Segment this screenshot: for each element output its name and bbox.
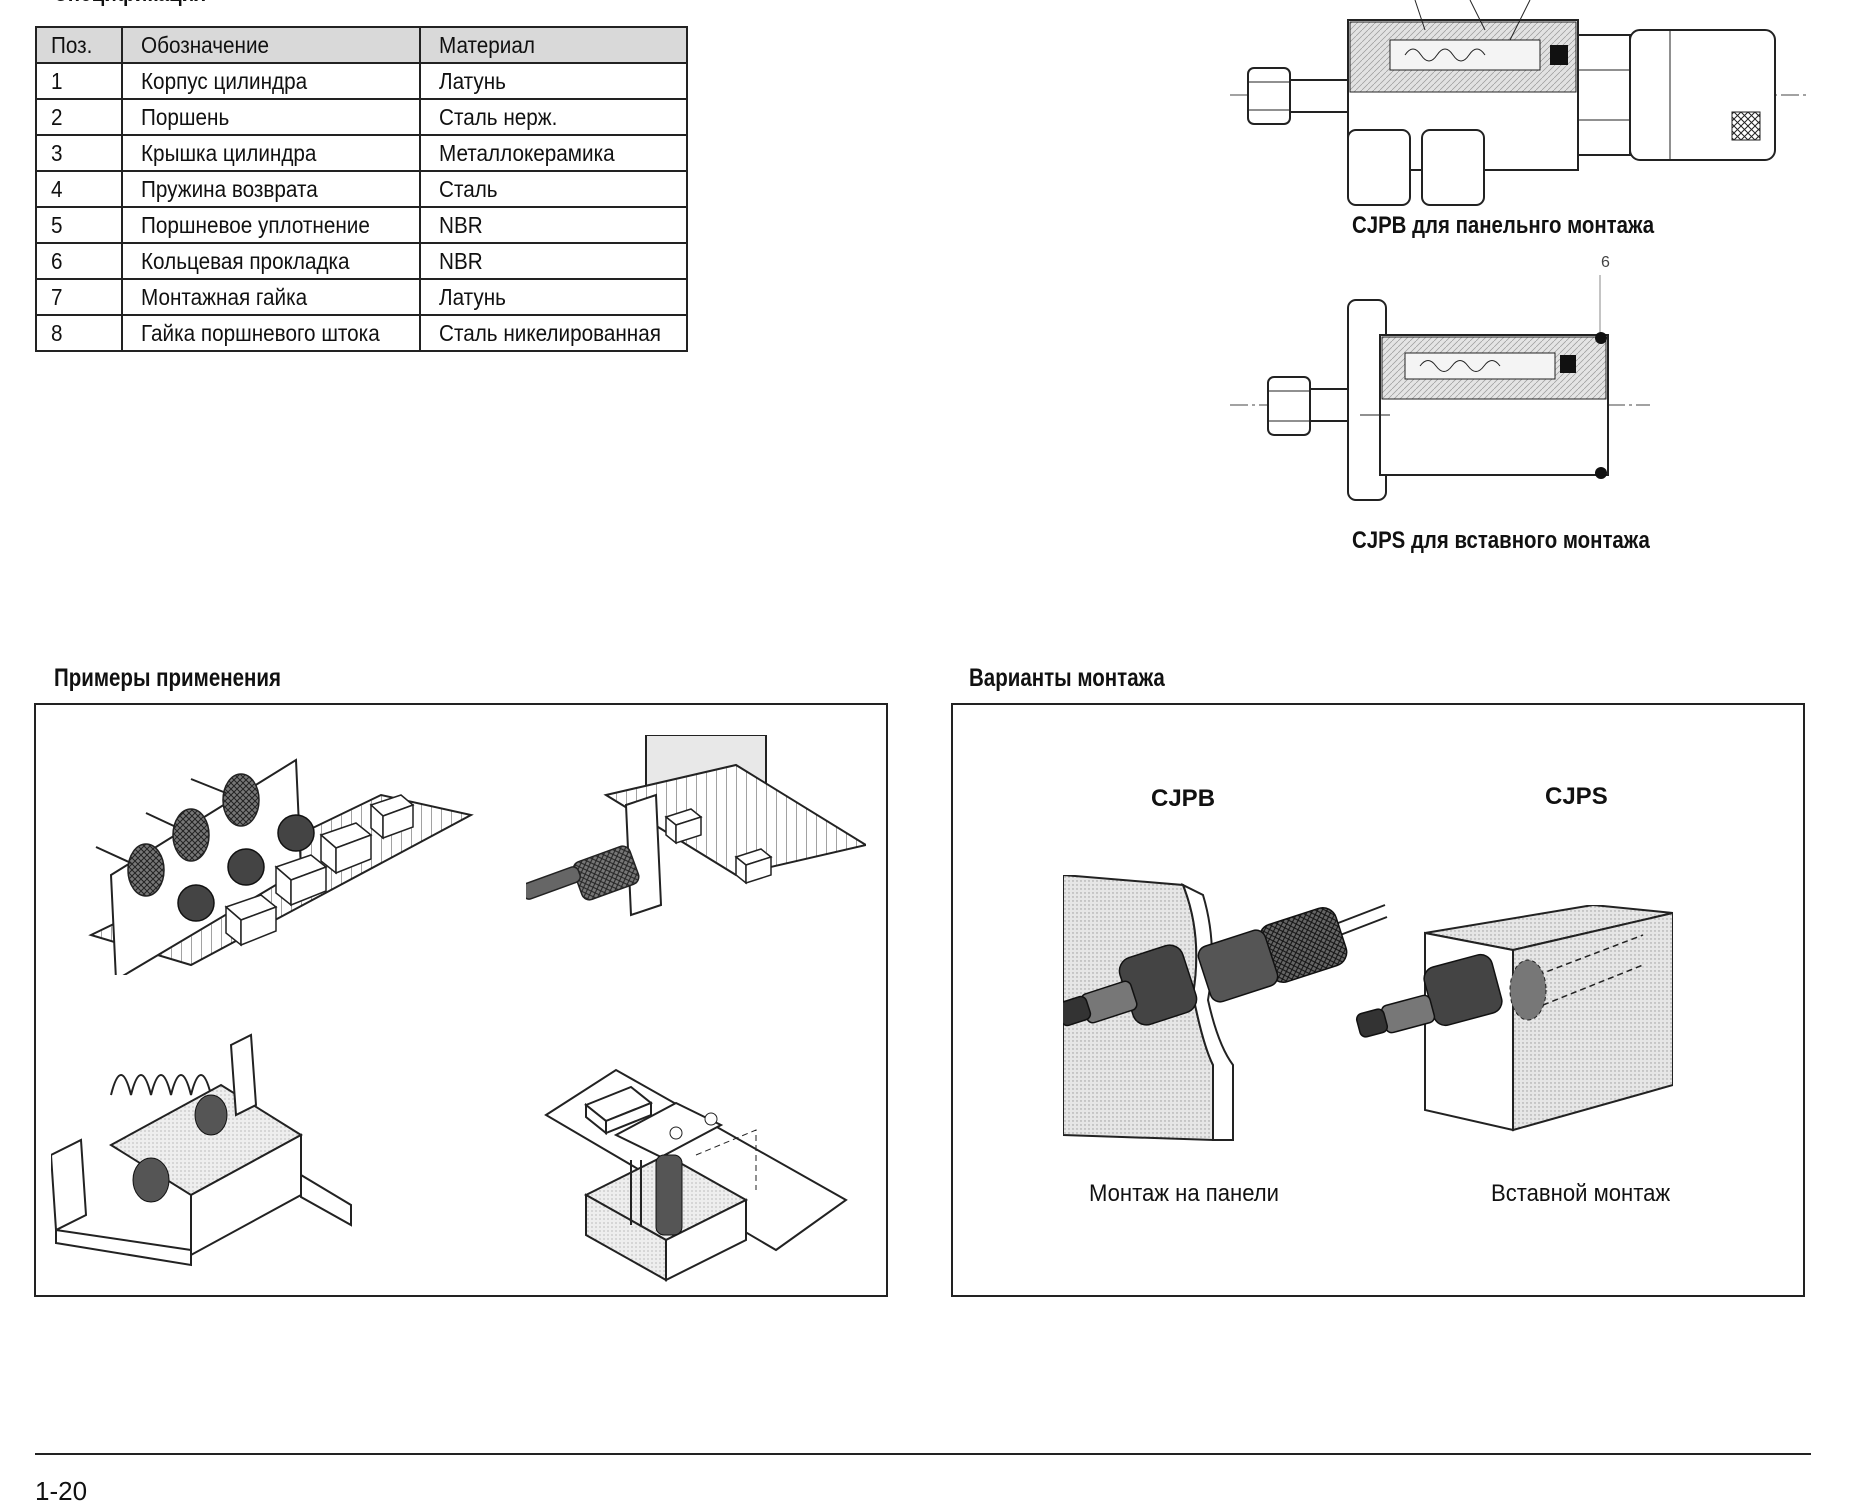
insert-mount-illustration [1355, 905, 1673, 1132]
spec-table-header: Поз. Обозначение Материал [35, 26, 688, 64]
cell-designation: Поршневое уплотнение [121, 206, 421, 244]
cell-pos: 5 [35, 206, 123, 244]
insert-mount-label: Вставной монтаж [1491, 1180, 1671, 1207]
panel-mount-label: Монтаж на панели [1089, 1180, 1279, 1207]
cell-designation: Гайка поршневого штока [121, 314, 421, 352]
col-header-pos: Поз. [35, 26, 123, 64]
cell-designation: Корпус цилиндра [121, 62, 421, 100]
application-example-plate-stop [526, 735, 866, 917]
cjps-section-drawing [1230, 275, 1650, 501]
footer-rule [35, 1453, 1811, 1455]
cell-material: Сталь нерж. [419, 98, 688, 136]
mounting-heading: Варианты монтажа [969, 664, 1165, 692]
cjpb-code-label: CJPB [1151, 785, 1216, 812]
cjpb-section-drawing [1230, 0, 1810, 206]
col-header-material: Материал [419, 26, 688, 64]
spec-heading: Спецификация [53, 0, 206, 8]
cell-pos: 1 [35, 62, 123, 100]
cell-designation: Поршень [121, 98, 421, 136]
spec-heading-clip: Спецификация [53, 0, 453, 10]
page-number: 1-20 [35, 1476, 88, 1506]
cell-pos: 8 [35, 314, 123, 352]
mounting-box: CJPB CJPS [951, 703, 1805, 1297]
application-example-block-clamp [544, 1068, 848, 1282]
cell-material: Сталь [419, 170, 688, 208]
cell-pos: 2 [35, 98, 123, 136]
cell-pos: 4 [35, 170, 123, 208]
cjps-code-label: CJPS [1545, 783, 1608, 810]
cell-designation: Кольцевая прокладка [121, 242, 421, 280]
cell-designation: Крышка цилиндра [121, 134, 421, 172]
cell-pos: 6 [35, 242, 123, 280]
cell-designation: Пружина возврата [121, 170, 421, 208]
cell-material: Металлокерамика [419, 134, 688, 172]
cjps-drawing-caption: CJPS для вставного монтажа [1352, 527, 1650, 554]
applications-heading: Примеры применения [54, 664, 281, 692]
cjpb-drawing-caption: CJPB для панельнго монтажа [1352, 212, 1655, 239]
applications-box [34, 703, 888, 1297]
col-header-designation: Обозначение [121, 26, 421, 64]
panel-mount-illustration [1063, 875, 1388, 1142]
application-example-conveyor-stops [88, 758, 474, 975]
cell-designation: Монтажная гайка [121, 278, 421, 316]
cell-pos: 3 [35, 134, 123, 172]
application-example-gripper [51, 1033, 352, 1267]
cell-material: NBR [419, 242, 688, 280]
cell-material: Сталь никелированная [419, 314, 688, 352]
callout-number-6: 6 [1601, 254, 1610, 271]
cell-material: Латунь [419, 278, 688, 316]
cell-material: Латунь [419, 62, 688, 100]
cell-pos: 7 [35, 278, 123, 316]
cell-material: NBR [419, 206, 688, 244]
